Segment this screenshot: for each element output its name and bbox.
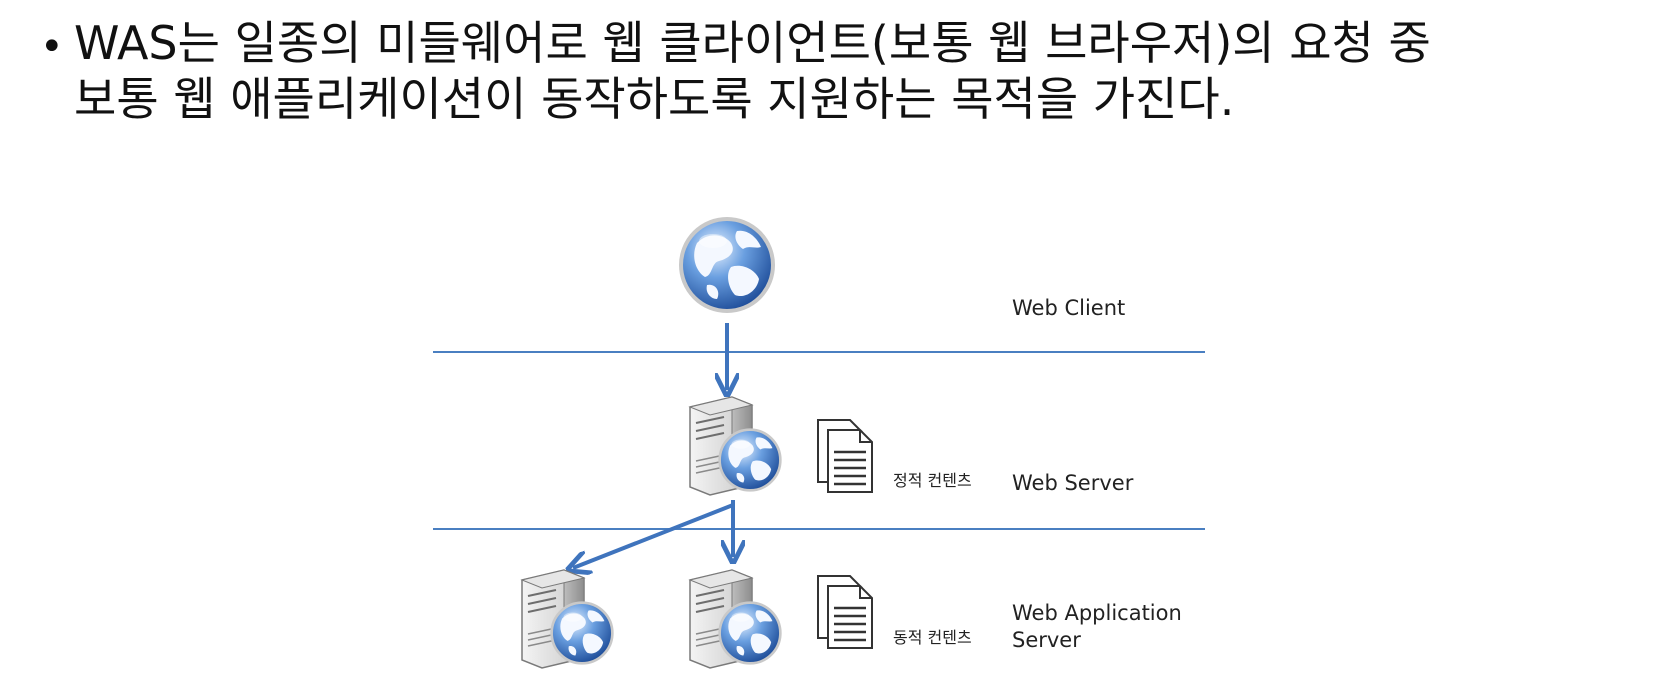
static-content-docs-icon — [816, 418, 874, 494]
label-web-app-server-line2: Server — [1012, 628, 1081, 652]
bullet-dot: • — [40, 24, 64, 70]
app-server-2-icon — [689, 569, 782, 669]
label-web-app-server-line1: Web Application — [1012, 601, 1182, 625]
label-dynamic-content: 동적 컨텐츠 — [893, 628, 972, 647]
app-server-1-icon — [521, 569, 614, 669]
label-static-content: 정적 컨텐츠 — [893, 471, 972, 490]
label-web-client: Web Client — [1012, 296, 1125, 320]
label-web-server: Web Server — [1012, 471, 1134, 495]
bullet-line-2: 보통 웹 애플리케이션이 동작하도록 지원하는 목적을 가진다. — [74, 72, 1235, 126]
dynamic-content-docs-icon — [816, 574, 874, 650]
web-server-icon — [689, 396, 782, 496]
arrow-server-to-app-server-1 — [573, 503, 734, 568]
web-client-globe-icon — [679, 217, 775, 313]
bullet-line-1: WAS는 일종의 미들웨어로 웹 클라이언트(보통 웹 브라우저)의 요청 중 — [74, 16, 1431, 70]
